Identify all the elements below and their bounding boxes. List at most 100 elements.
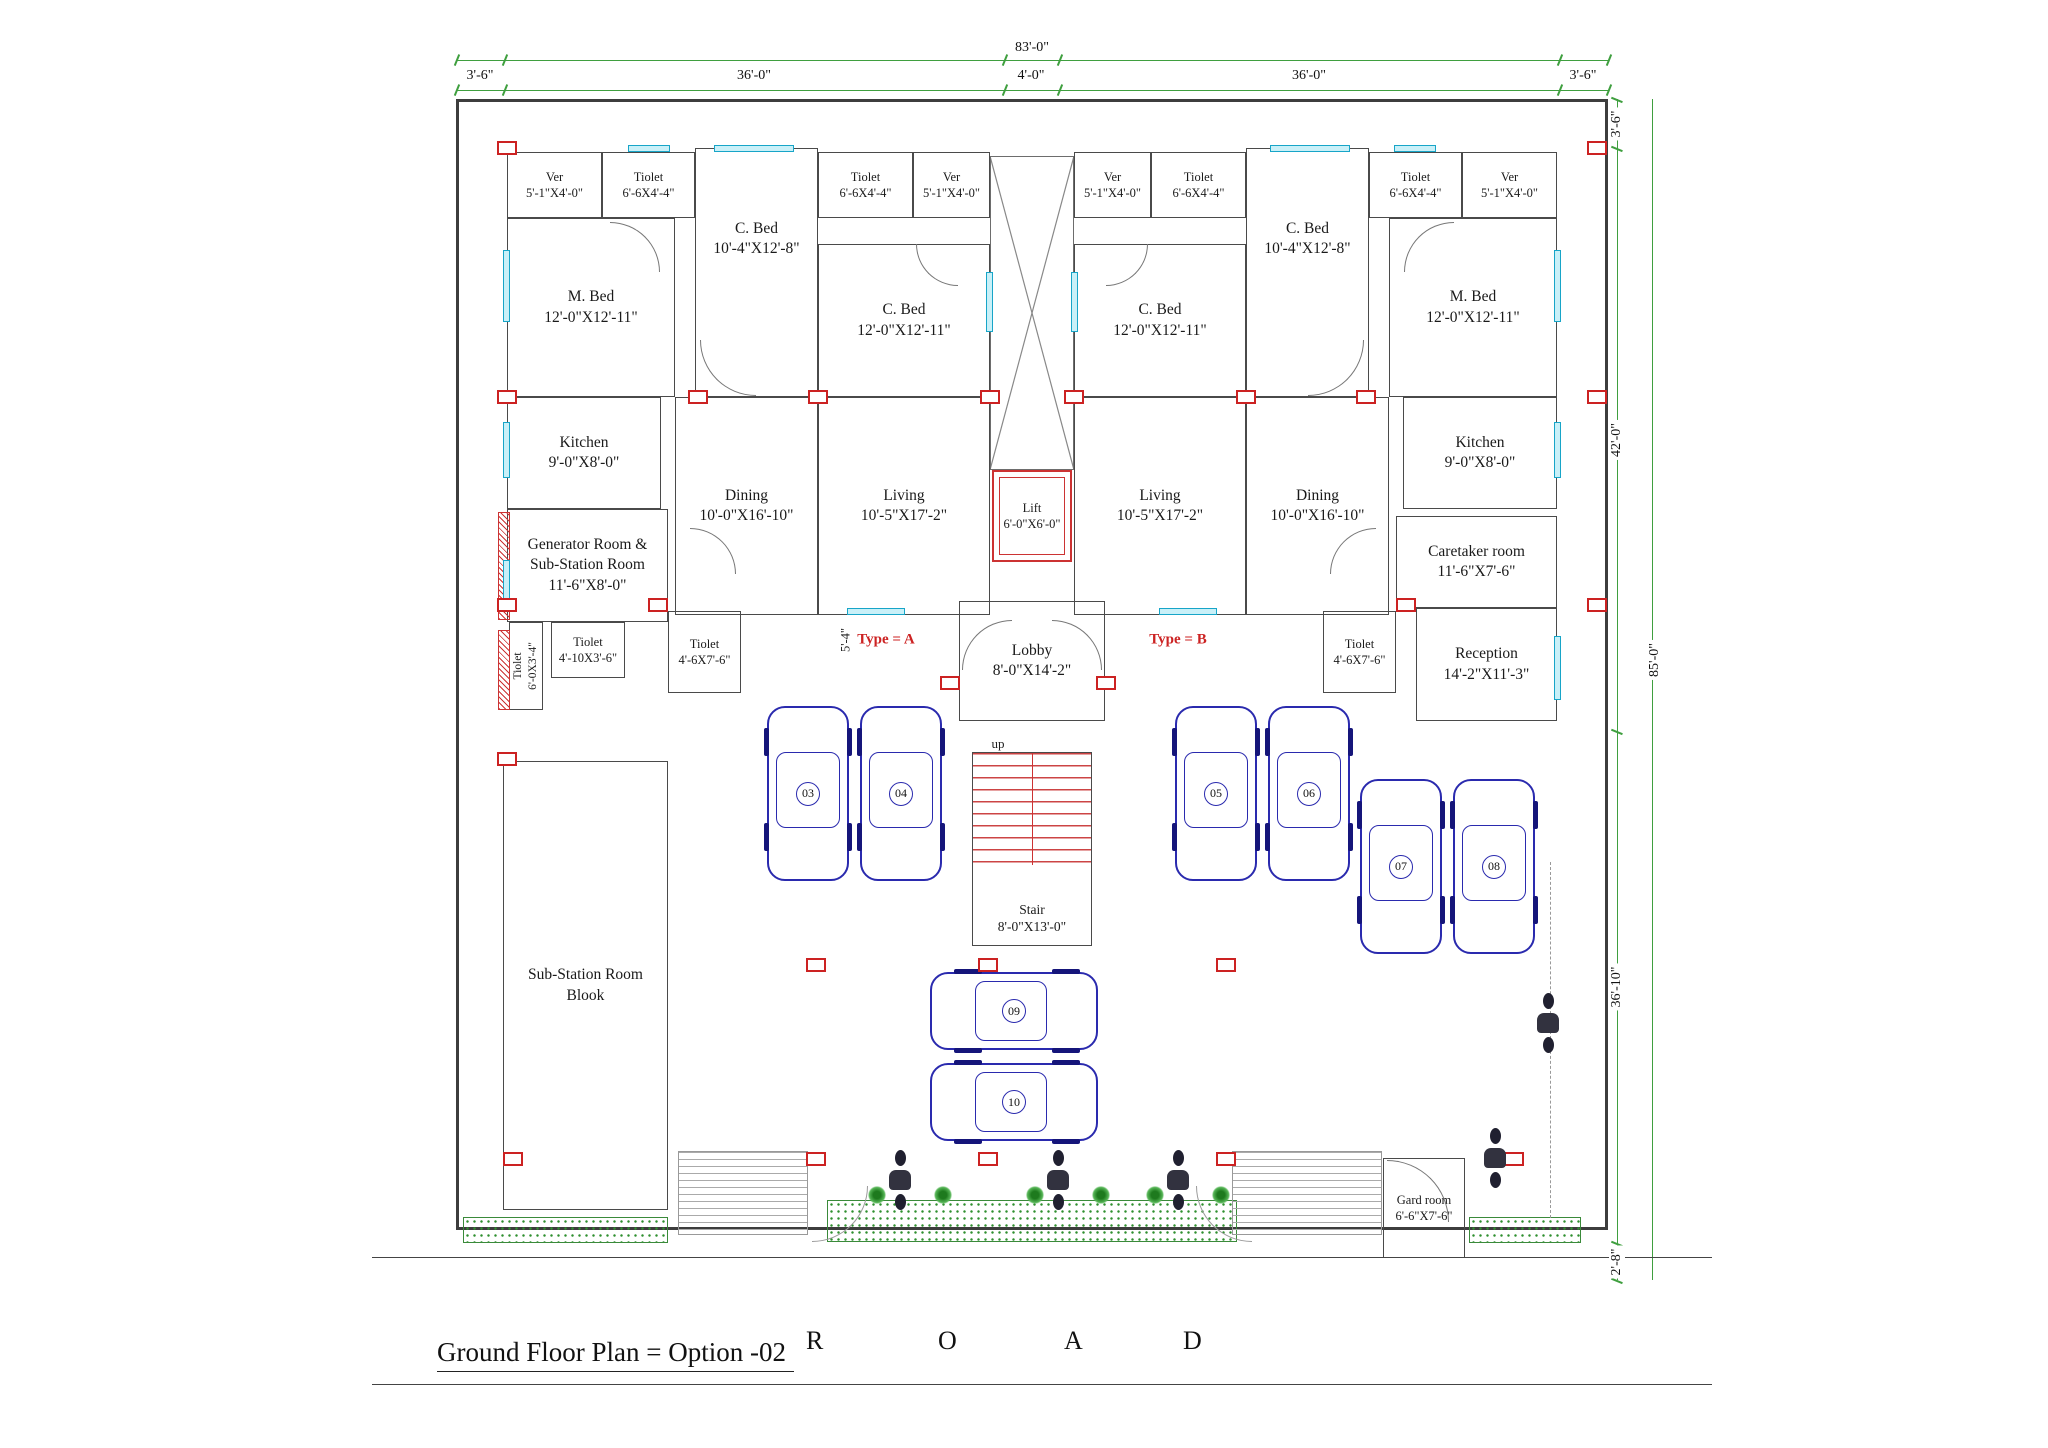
column-marker [806,958,826,972]
room-size: 10'-5"X17'-2" [1116,507,1204,524]
road-letter-a: A [1064,1326,1083,1355]
column-marker [1396,598,1416,612]
wall-hatch [498,630,510,710]
window-glass [714,145,794,152]
column-marker [978,958,998,972]
dim-label-36-0: 36'-0" [1289,68,1329,84]
plant-marker [934,1186,952,1204]
parked-motorcycle [1045,1150,1071,1210]
column-marker [978,1152,998,1166]
plant-marker [1092,1186,1110,1204]
room-name: Ver [1500,169,1519,184]
moto-wheel [1489,1172,1501,1188]
column-marker [1587,598,1607,612]
room-living: Living 10'-5"X17'-2" [1074,397,1246,615]
room-name: Sub-Station Room [530,556,645,574]
car-cabin [974,1072,1047,1132]
moto-wheel [1542,993,1554,1009]
road-letter-d: D [1183,1326,1202,1355]
moto-wheel [894,1194,906,1210]
room-size: 12'-0"X12'-11" [857,321,951,339]
room-size: 5'-1"X4'-0" [1083,186,1142,200]
parked-car-04: 04 [857,706,945,881]
car-cabin [1184,752,1248,828]
window-glass [1071,272,1078,332]
room-size: 6'-6X4'-4" [622,186,675,200]
room-name: Generator Room & [527,536,648,554]
column-marker [497,752,517,766]
room-label: Lobby 8'-0"X14'-2" [993,641,1072,681]
room-name: Caretaker room [1428,542,1525,560]
room-name: Tiolet [633,169,664,184]
top-dimension-line-segments [456,90,1608,91]
room-name: C. Bed [1285,220,1330,237]
room-label: Tiolet 6'-6X4'-4" [623,169,675,202]
car-cabin [1369,825,1433,901]
moto-wheel [1489,1128,1501,1144]
plant-marker [1146,1186,1164,1204]
room-label: Ver 5'-1"X4'-0" [1084,169,1141,202]
room-name: Tiolet [1183,169,1214,184]
room-name: Kitchen [559,433,609,451]
parked-motorcycle [887,1150,913,1210]
room-size: 8'-0"X14'-2" [992,662,1072,679]
room-name: Tiolet [689,636,720,651]
car-cabin [776,752,840,828]
room-name: Tiolet [1344,636,1375,651]
room-label: C. Bed 10'-4"X12'-8" [713,219,799,259]
column-marker [503,1152,523,1166]
room-size: 5'-1"X4'-0" [922,186,981,200]
plant-marker [868,1186,886,1204]
room-label: Tiolet 6'-6X4'-4" [1173,169,1225,202]
column-marker [1587,141,1607,155]
moto-body [1167,1170,1189,1190]
moto-wheel [894,1150,906,1166]
column-marker [980,390,1000,404]
window-glass [1554,636,1561,700]
room-name: C. Bed [734,220,779,237]
room-name: M. Bed [567,288,615,306]
column-marker [648,598,668,612]
window-glass [628,145,670,152]
shaft-cross-brace [990,156,1074,470]
room-name: Tiolet [512,652,525,680]
room-name: Living [1139,486,1181,504]
parked-car-09: 09 [930,969,1098,1053]
room-name: Ver [1103,169,1122,184]
room-size: 14'-2"X11'-3" [1443,665,1530,683]
window-glass [503,250,510,322]
parking-slot-number: 10 [1002,1090,1026,1114]
room-ver: Ver 5'-1"X4'-0" [1074,152,1151,218]
annotation-5-4: 5'-4" [838,627,853,653]
room-shaft [990,156,1074,470]
column-marker [1587,390,1607,404]
room-lobby: Lobby 8'-0"X14'-2" [959,601,1105,721]
room-size: 6'-6X4'-4" [1172,186,1225,200]
column-marker [497,141,517,155]
room-name: M. Bed [1449,288,1497,306]
room-size: 10'-4"X12'-8" [713,240,800,258]
column-marker [1096,676,1116,690]
entry-ramp [678,1151,808,1235]
room-name: C. Bed [882,301,926,319]
room-name: Lobby [1011,641,1053,659]
room-tiolet: Tiolet 6'-6X4'-4" [1151,152,1246,218]
room-size: 9'-0"X8'-0" [1444,454,1516,471]
